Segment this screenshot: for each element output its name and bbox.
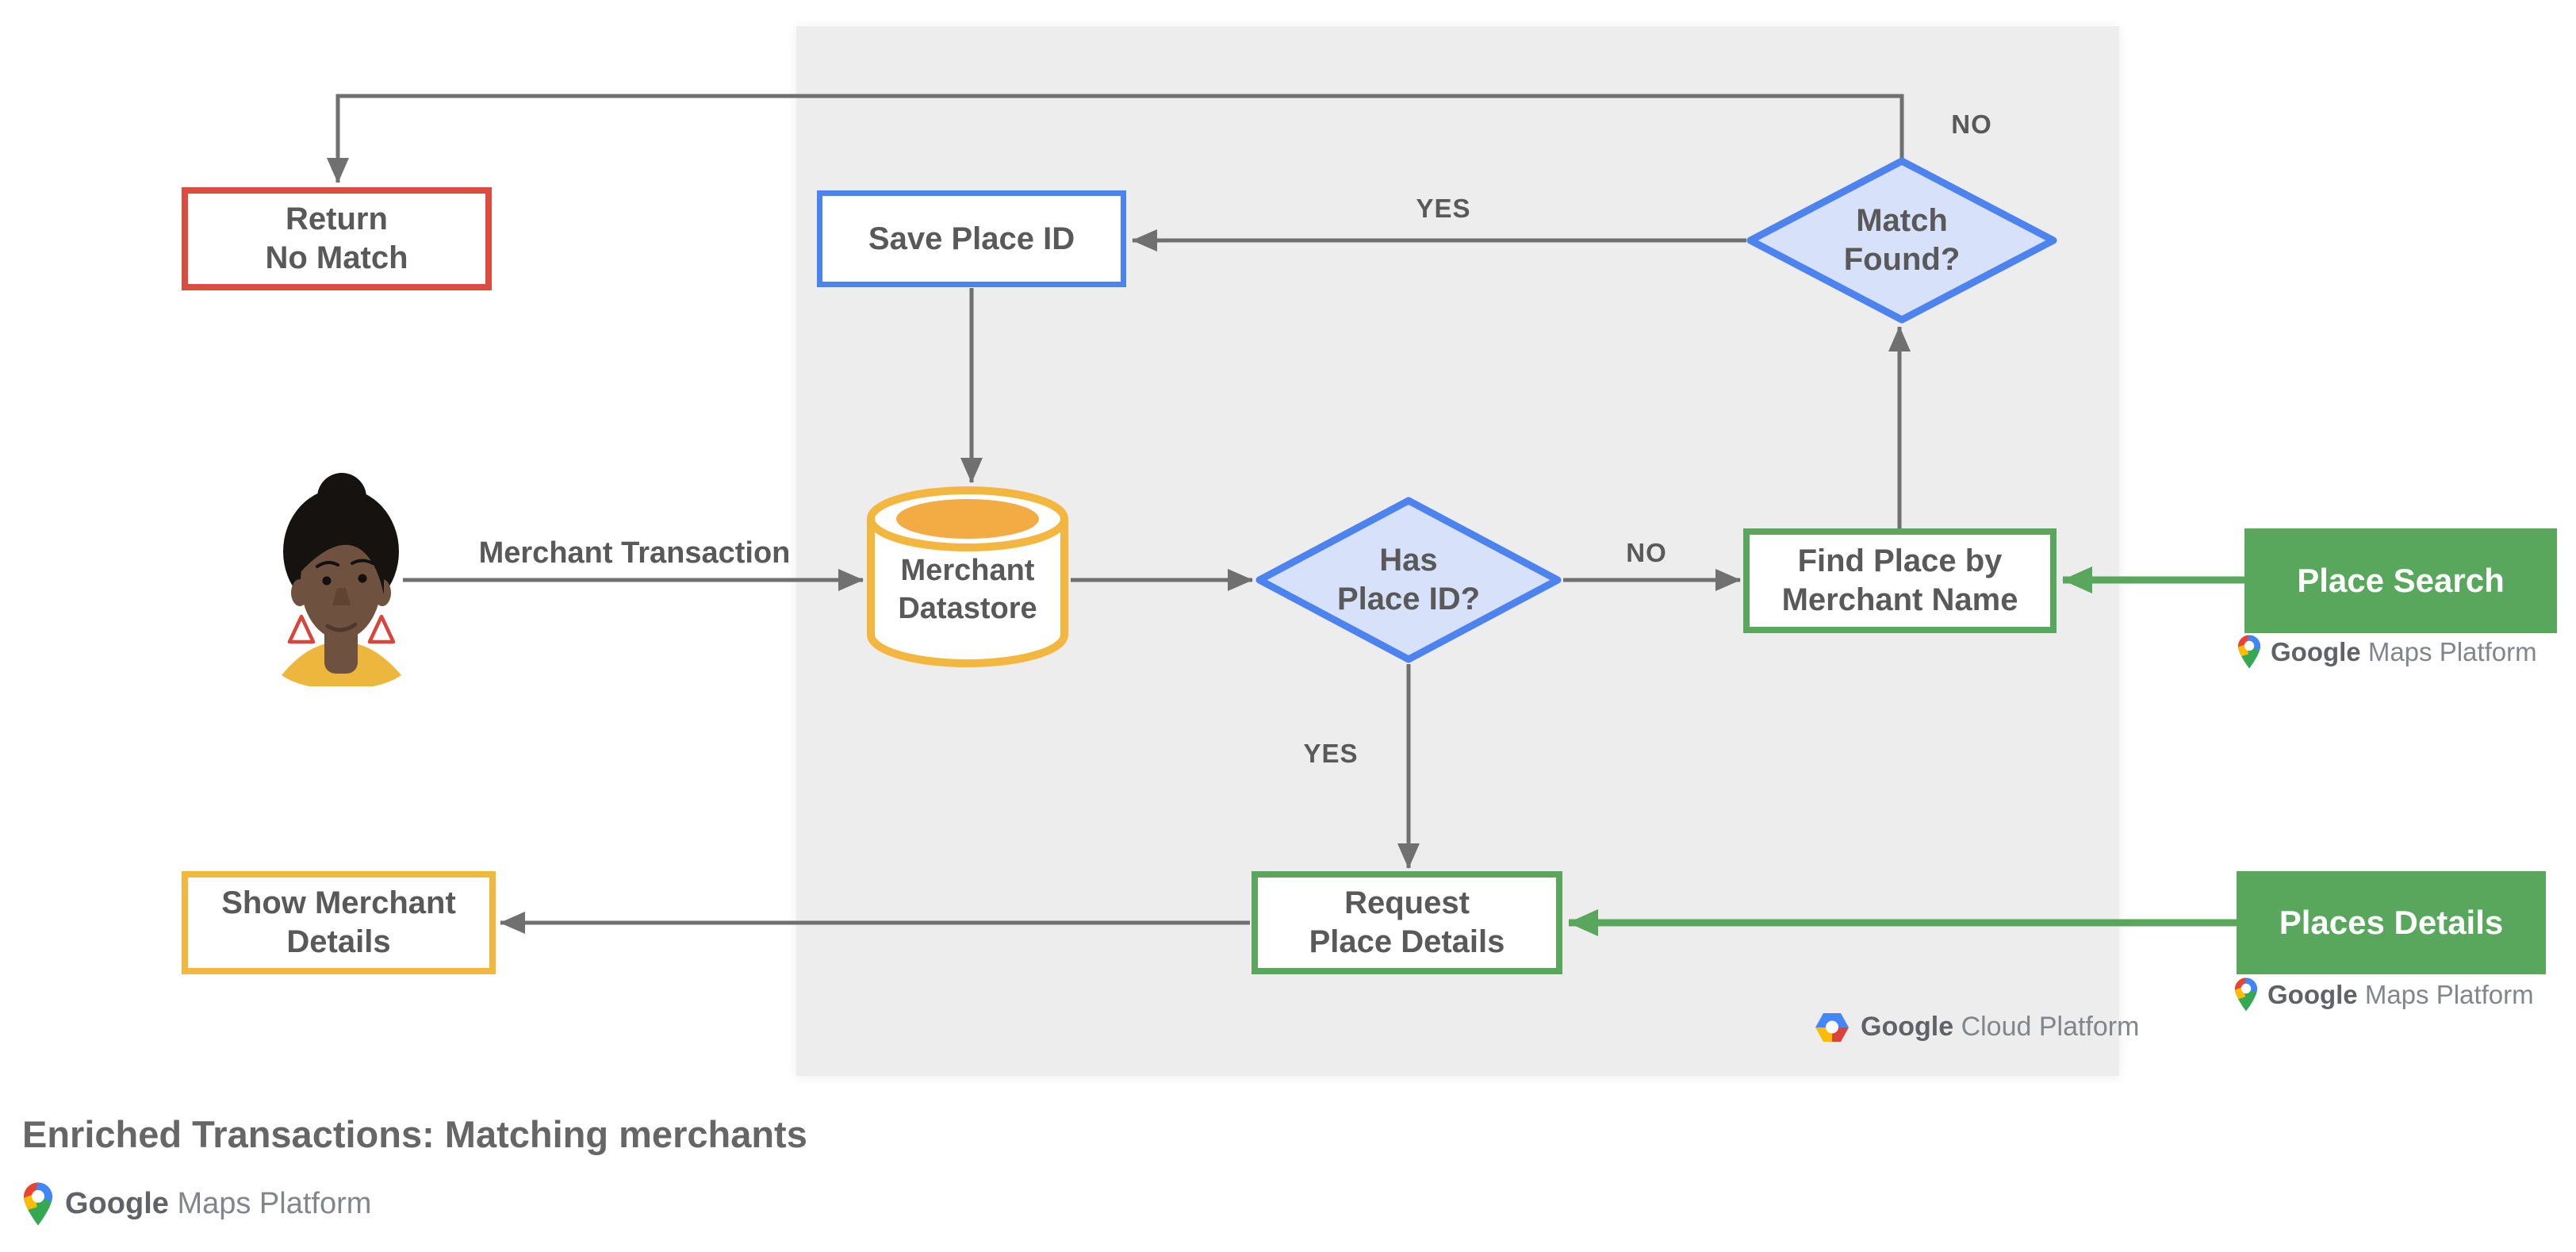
logo-product-text: Maps Platform <box>2364 979 2534 1009</box>
google-maps-platform-logo: Google Maps Platform <box>2238 635 2537 669</box>
google-maps-platform-logo: Google Maps Platform <box>24 1182 371 1226</box>
arrow-matchfound-no-to-return <box>327 94 1904 183</box>
diamond-label: Match Found? <box>1843 203 1961 277</box>
maps-pin-icon <box>2235 977 2257 1012</box>
node-merchant-datastore: Merchant Datastore <box>866 486 1069 670</box>
edge-label-no: NO <box>1951 109 1992 139</box>
edge-label-merchant-transaction: Merchant Transaction <box>478 536 791 570</box>
node-show-merchant-details: Show Merchant Details <box>182 871 496 974</box>
user-avatar <box>282 473 401 686</box>
node-place-search-api: Place Search <box>2244 528 2557 633</box>
google-cloud-platform-logo: Google Cloud Platform <box>1815 1012 2139 1043</box>
logo-brand-text: Google <box>2267 979 2358 1009</box>
logo-brand-text: Google <box>1861 1012 1954 1042</box>
diamond-shape <box>1255 497 1562 663</box>
cloud-hexagon-icon <box>1815 1012 1849 1042</box>
maps-pin-icon <box>2238 635 2260 669</box>
maps-pin-icon <box>24 1182 52 1226</box>
diagram-title: Enriched Transactions: Matching merchant… <box>22 1113 807 1155</box>
diamond-shape <box>1746 157 2057 324</box>
edge-label-yes: YES <box>1303 739 1359 768</box>
logo-brand-text: Google <box>65 1187 169 1220</box>
node-places-details-api: Places Details <box>2237 871 2546 974</box>
node-has-place-id: Has Place ID? <box>1255 497 1562 663</box>
logo-product-text: Maps Platform <box>2367 636 2537 666</box>
logo-product-text: Cloud Platform <box>1961 1012 2140 1042</box>
edge-label-no: NO <box>1626 538 1667 567</box>
diamond-label: Has Place ID? <box>1336 543 1481 616</box>
logo-product-text: Maps Platform <box>177 1187 372 1220</box>
edge-label-yes: YES <box>1416 194 1471 223</box>
node-request-place-details: Request Place Details <box>1252 871 1562 974</box>
node-save-place-id: Save Place ID <box>817 190 1126 287</box>
node-match-found: Match Found? <box>1746 157 2057 324</box>
node-find-place-by-merchant-name: Find Place by Merchant Name <box>1743 528 2057 633</box>
cylinder-shape <box>867 486 1068 667</box>
node-return-no-match: Return No Match <box>182 187 492 290</box>
logo-brand-text: Google <box>2271 636 2361 666</box>
google-maps-platform-logo: Google Maps Platform <box>2235 977 2534 1012</box>
cylinder-label: Merchant Datastore <box>898 554 1037 625</box>
